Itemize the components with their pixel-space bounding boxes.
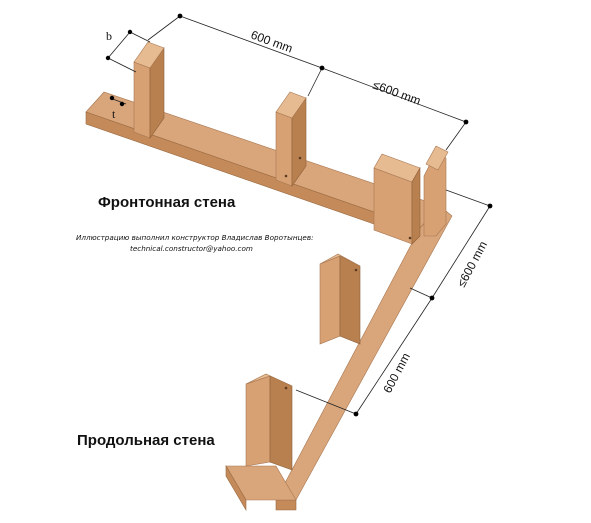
dim-var-b: b bbox=[106, 29, 112, 43]
nail bbox=[298, 156, 302, 160]
dim-side-spacing-max: ≤600 mm bbox=[454, 239, 490, 290]
long-wall-label: Продольная стена bbox=[77, 432, 215, 449]
long-stud-1 bbox=[319, 253, 361, 345]
nail bbox=[408, 236, 412, 240]
nail bbox=[284, 386, 288, 390]
gable-wall-label: Фронтонная стена bbox=[98, 194, 236, 211]
nail bbox=[354, 268, 358, 272]
dim-top-spacing: 600 mm bbox=[249, 28, 295, 56]
gable-stud-2 bbox=[275, 91, 307, 187]
credit-line-1: Иллюстрацию выполнил конструктор Владисл… bbox=[76, 233, 314, 242]
dimension-lines bbox=[105, 13, 493, 417]
gable-wall-bottom-plate bbox=[85, 91, 441, 241]
credit-line-2: technical.constructor@yahoo.com bbox=[130, 244, 253, 253]
dim-var-t: t bbox=[112, 107, 116, 121]
dim-side-spacing: 600 mm bbox=[380, 351, 413, 396]
corner-stud-assembly bbox=[373, 145, 449, 245]
long-wall-bottom-plate bbox=[225, 205, 453, 512]
dim-top-spacing-max: ≤600 mm bbox=[371, 78, 423, 108]
long-stud-2 bbox=[245, 373, 293, 471]
gable-stud-1 bbox=[133, 41, 165, 139]
nail bbox=[284, 174, 288, 178]
